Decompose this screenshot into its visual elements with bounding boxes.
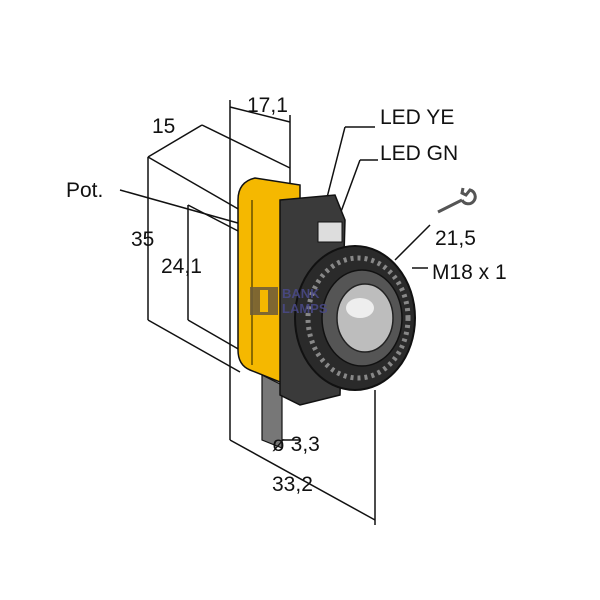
dimension-lines — [119, 100, 431, 525]
dim-wrench-size: 21,5 — [435, 227, 476, 250]
watermark-logo: BANK LAMPS — [250, 286, 328, 316]
lens — [336, 283, 394, 353]
callout-pot: Pot. — [66, 179, 103, 202]
dim-height-total: 35 — [131, 228, 154, 251]
led-window — [317, 221, 343, 243]
dim-cable-diameter: ø 3,3 — [272, 433, 320, 456]
wrench-icon — [437, 187, 477, 214]
svg-text:LAMPS: LAMPS — [282, 301, 328, 316]
dim-depth-top: 15 — [152, 115, 175, 138]
dim-height-body: 24,1 — [161, 255, 202, 278]
dim-width-top: 17,1 — [247, 94, 288, 117]
callout-led-gn: LED GN — [380, 142, 458, 165]
cable — [261, 374, 283, 449]
svg-text:BANK: BANK — [282, 286, 320, 301]
dim-length-total: 33,2 — [272, 473, 313, 496]
dim-thread: M18 x 1 — [432, 261, 507, 284]
callout-led-ye: LED YE — [380, 106, 454, 129]
